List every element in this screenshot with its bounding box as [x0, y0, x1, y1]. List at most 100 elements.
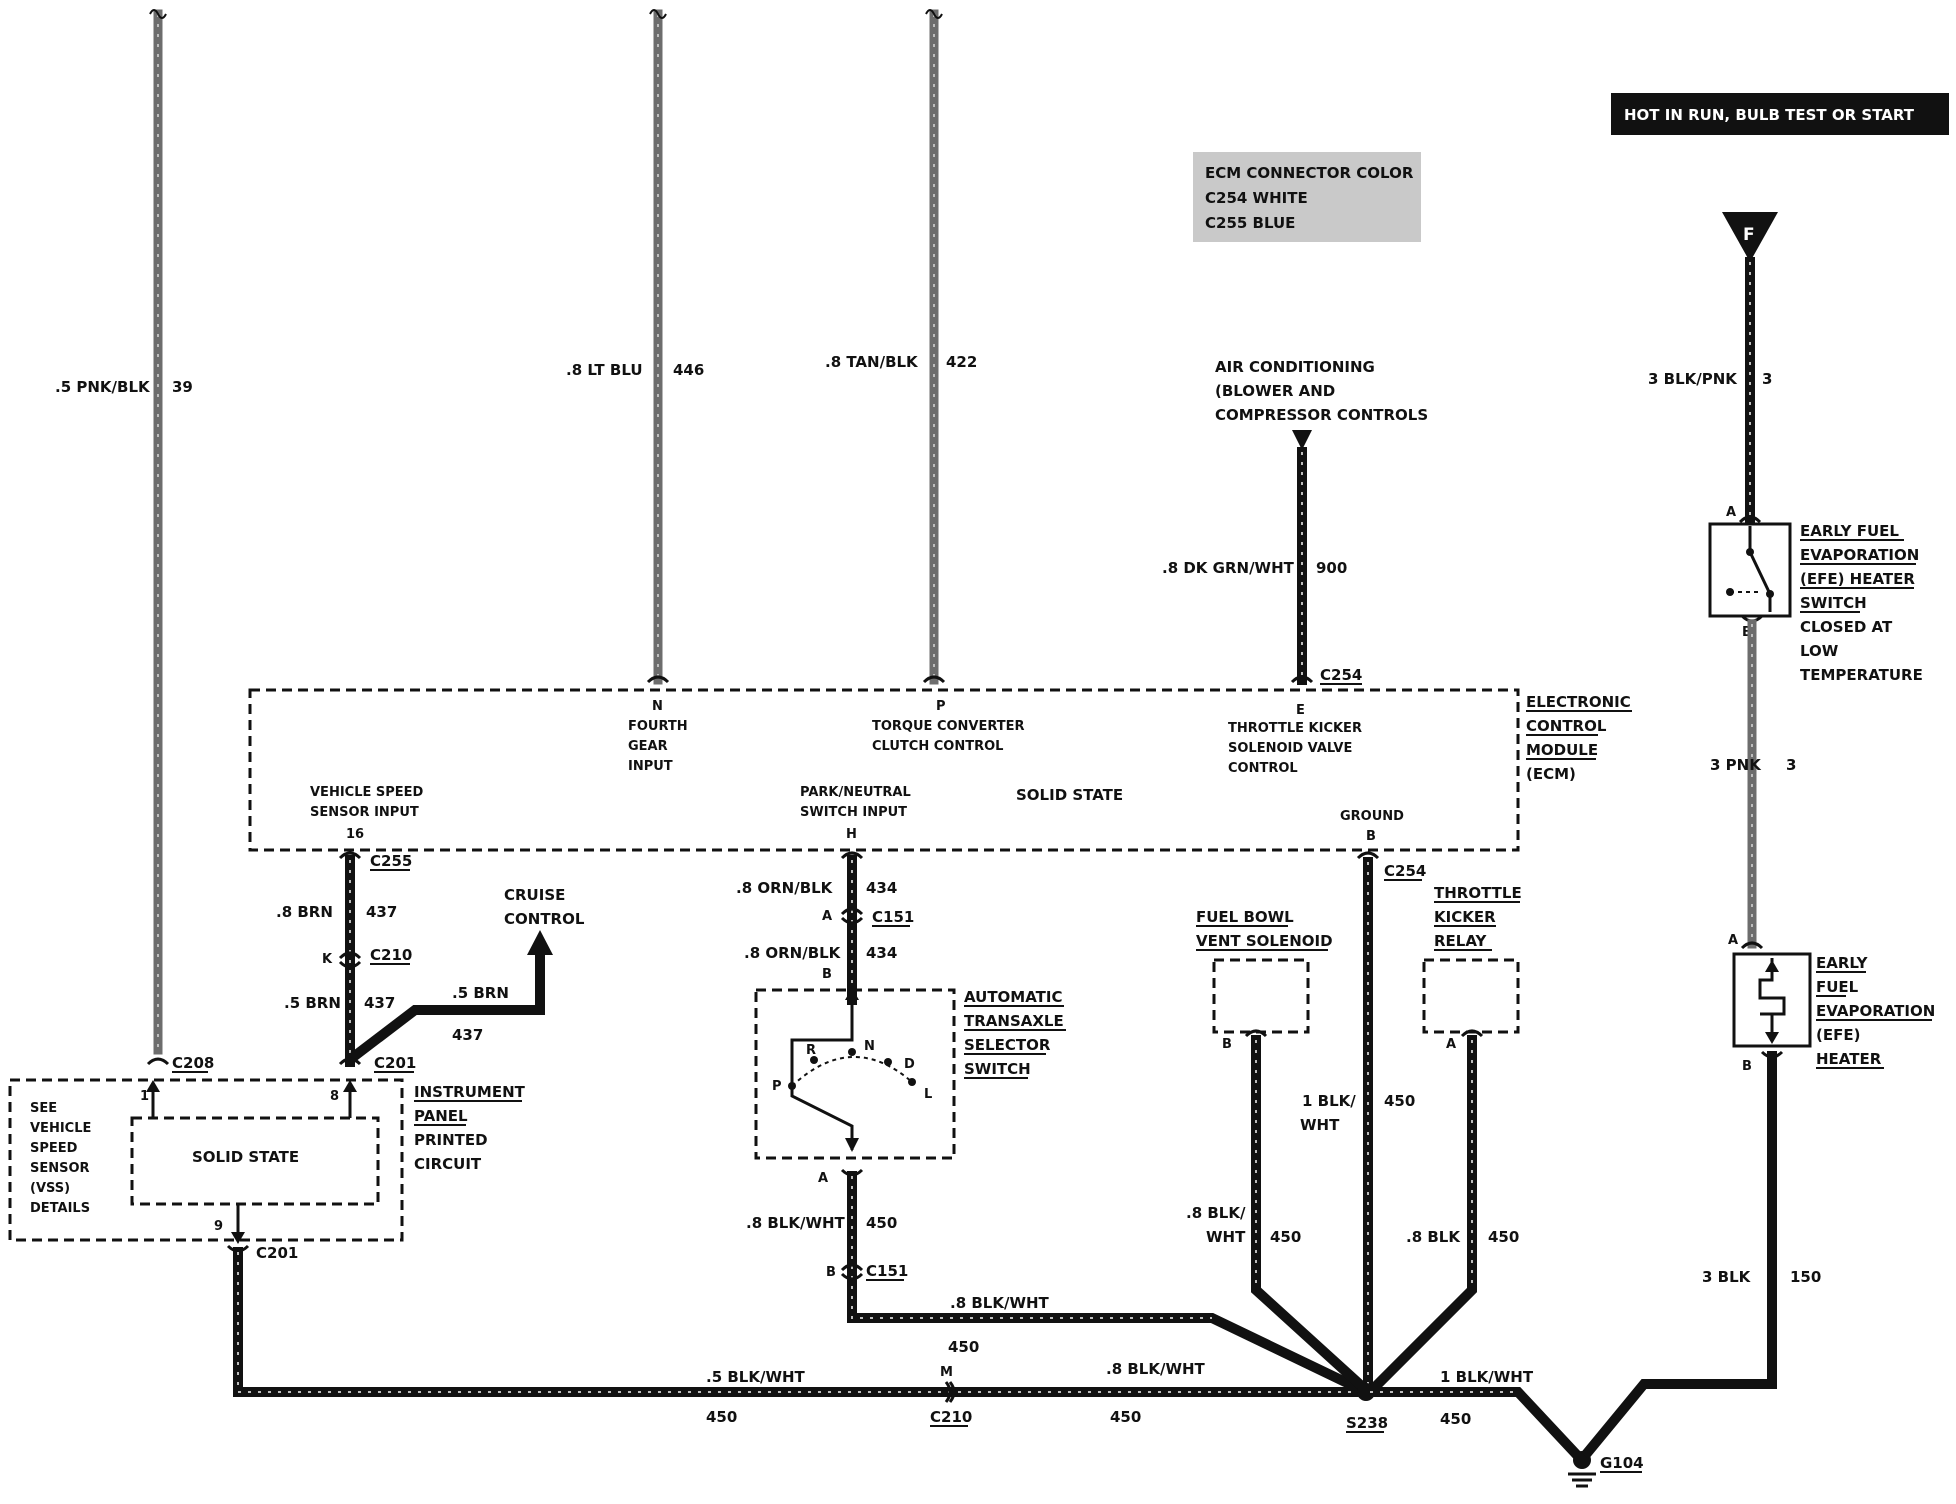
svg-text:COMPRESSOR CONTROLS: COMPRESSOR CONTROLS [1215, 406, 1428, 424]
svg-text:C255 BLUE: C255 BLUE [1205, 214, 1295, 232]
svg-text:.8 TAN/BLK: .8 TAN/BLK [825, 353, 919, 371]
f-triangle-icon [1722, 212, 1778, 262]
svg-text:THROTTLE: THROTTLE [1434, 884, 1522, 902]
svg-text:A: A [822, 909, 832, 924]
svg-text:LOW: LOW [1800, 642, 1839, 660]
svg-text:SOLID STATE: SOLID STATE [192, 1148, 299, 1166]
arrow-down-icon [1292, 430, 1312, 450]
svg-text:R: R [806, 1043, 816, 1058]
svg-text:(ECM): (ECM) [1526, 765, 1576, 783]
svg-text:TRANSAXLE: TRANSAXLE [964, 1012, 1064, 1030]
svg-text:AIR CONDITIONING: AIR CONDITIONING [1215, 358, 1375, 376]
svg-text:450: 450 [948, 1338, 979, 1356]
svg-text:TORQUE CONVERTER: TORQUE CONVERTER [872, 719, 1025, 734]
svg-text:A: A [818, 1171, 828, 1186]
f-connector-symbol: F [1722, 212, 1778, 262]
svg-text:.8 BLK/WHT: .8 BLK/WHT [1106, 1360, 1206, 1378]
svg-text:450: 450 [706, 1408, 737, 1426]
svg-text:HOT IN RUN, BULB TEST OR STAR: HOT IN RUN, BULB TEST OR START [1624, 106, 1915, 124]
svg-text:CONTROL: CONTROL [1526, 717, 1607, 735]
svg-text:P: P [772, 1079, 782, 1094]
svg-text:C151: C151 [866, 1262, 908, 1280]
svg-text:C255: C255 [370, 852, 412, 870]
svg-text:B: B [822, 967, 832, 982]
svg-text:437: 437 [366, 903, 397, 921]
svg-text:437: 437 [452, 1026, 483, 1044]
svg-text:8: 8 [330, 1089, 339, 1104]
svg-text:3: 3 [1786, 756, 1796, 774]
svg-text:CIRCUIT: CIRCUIT [414, 1155, 482, 1173]
wire-450-to-ground: 1 BLK/WHT 450 [1365, 1368, 1584, 1462]
svg-text:B: B [826, 1265, 836, 1280]
svg-text:.8 ORN/BLK: .8 ORN/BLK [744, 944, 842, 962]
svg-text:.8 BLK/WHT: .8 BLK/WHT [950, 1294, 1050, 1312]
wire-39: .5 PNK/BLK 39 [55, 9, 193, 1055]
svg-text:.5 BLK/WHT: .5 BLK/WHT [706, 1368, 806, 1386]
svg-text:ECM CONNECTOR COLOR: ECM CONNECTOR COLOR [1205, 164, 1414, 182]
svg-text:.5 PNK/BLK: .5 PNK/BLK [55, 378, 151, 396]
svg-text:VEHICLE: VEHICLE [30, 1121, 91, 1136]
svg-text:(EFE): (EFE) [1816, 1026, 1860, 1044]
svg-text:1: 1 [140, 1089, 149, 1104]
svg-text:450: 450 [1440, 1410, 1471, 1428]
svg-text:(BLOWER AND: (BLOWER AND [1215, 382, 1335, 400]
svg-text:GROUND: GROUND [1340, 809, 1404, 824]
svg-text:SWITCH: SWITCH [964, 1060, 1031, 1078]
wire-450-instrument: .5 BLK/WHT 450 M C210 .8 BLK/WHT 450 [233, 1247, 1369, 1427]
svg-text:WHT: WHT [1206, 1228, 1246, 1246]
svg-text:WHT: WHT [1300, 1116, 1340, 1134]
svg-text:C151: C151 [872, 908, 914, 926]
svg-text:CONTROL: CONTROL [504, 910, 585, 928]
svg-text:M: M [940, 1365, 953, 1380]
svg-text:AUTOMATIC: AUTOMATIC [964, 988, 1063, 1006]
svg-text:EARLY FUEL: EARLY FUEL [1800, 522, 1899, 540]
svg-text:PANEL: PANEL [414, 1107, 468, 1125]
svg-text:F: F [1743, 225, 1755, 245]
svg-text:B: B [1742, 625, 1752, 640]
svg-text:C210: C210 [930, 1408, 972, 1426]
wire-450-ecm-ground: C254 1 BLK/ WHT 450 [1300, 851, 1426, 1393]
svg-text:EVAPORATION: EVAPORATION [1816, 1002, 1935, 1020]
svg-text:DETAILS: DETAILS [30, 1201, 90, 1216]
svg-text:434: 434 [866, 879, 897, 897]
svg-text:450: 450 [866, 1214, 897, 1232]
svg-text:SEE: SEE [30, 1101, 57, 1116]
svg-text:900: 900 [1316, 559, 1347, 577]
svg-text:THROTTLE KICKER: THROTTLE KICKER [1228, 721, 1362, 736]
wire-434: .8 ORN/BLK 434 A C151 .8 ORN/BLK 434 B [736, 851, 914, 1005]
svg-text:3 BLK/PNK: 3 BLK/PNK [1648, 370, 1738, 388]
svg-text:A: A [1446, 1037, 1456, 1052]
wire-450-transaxle: .8 BLK/WHT 450 B C151 .8 BLK/WHT 450 [746, 1168, 1373, 1399]
svg-text:C254: C254 [1384, 862, 1426, 880]
wire-3-top: 3 BLK/PNK 3 [1648, 257, 1772, 525]
svg-text:C254: C254 [1320, 666, 1362, 684]
fuel-bowl-vent-solenoid: FUEL BOWL VENT SOLENOID B .8 BLK/ WHT 45… [1186, 908, 1374, 1398]
svg-text:VEHICLE SPEED: VEHICLE SPEED [310, 785, 424, 800]
wire-150: 3 BLK 150 [1580, 1051, 1821, 1460]
svg-text:1 BLK/WHT: 1 BLK/WHT [1440, 1368, 1534, 1386]
ecm-module: ELECTRONIC CONTROL MODULE (ECM) SOLID ST… [248, 688, 1632, 852]
svg-text:PARK/NEUTRAL: PARK/NEUTRAL [800, 785, 911, 800]
svg-text:B: B [1366, 829, 1376, 844]
svg-text:S238: S238 [1346, 1414, 1388, 1432]
svg-text:SOLID STATE: SOLID STATE [1016, 786, 1123, 804]
svg-text:9: 9 [214, 1219, 223, 1234]
efe-heater-switch: A B EARLY FUEL EVAPORATION (EFE) HEATER … [1708, 505, 1923, 684]
svg-text:CLUTCH CONTROL: CLUTCH CONTROL [872, 739, 1003, 754]
svg-text:.8 BLK/: .8 BLK/ [1186, 1204, 1246, 1222]
svg-text:FUEL BOWL: FUEL BOWL [1196, 908, 1294, 926]
svg-text:PRINTED: PRINTED [414, 1131, 488, 1149]
svg-text:FUEL: FUEL [1816, 978, 1859, 996]
svg-text:CRUISE: CRUISE [504, 886, 565, 904]
svg-text:KICKER: KICKER [1434, 908, 1496, 926]
svg-text:150: 150 [1790, 1268, 1821, 1286]
svg-text:G104: G104 [1600, 1454, 1644, 1472]
throttle-kicker-relay: THROTTLE KICKER RELAY A .8 BLK 450 [1364, 884, 1522, 1398]
svg-text:TEMPERATURE: TEMPERATURE [1800, 666, 1923, 684]
svg-text:ELECTRONIC: ELECTRONIC [1526, 693, 1631, 711]
wire-422: .8 TAN/BLK 422 [825, 9, 977, 685]
svg-text:16: 16 [346, 827, 364, 842]
svg-text:422: 422 [946, 353, 977, 371]
svg-text:.8 ORN/BLK: .8 ORN/BLK [736, 879, 834, 897]
svg-text:N: N [652, 699, 663, 714]
